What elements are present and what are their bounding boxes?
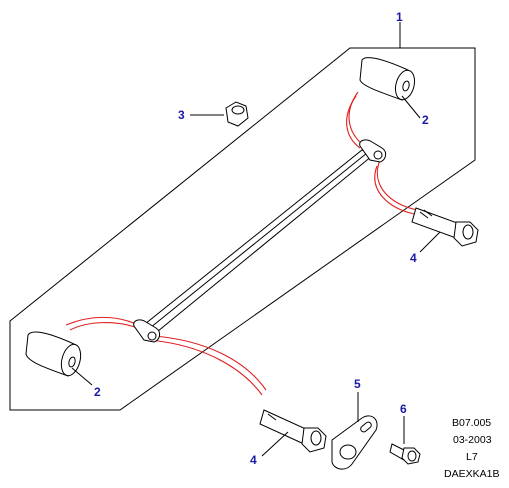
callout-1: 1 bbox=[396, 10, 403, 24]
link-rod bbox=[133, 139, 387, 343]
bush-lower bbox=[25, 331, 82, 377]
ref-code: B07.005 bbox=[452, 417, 491, 429]
ref-model: L7 bbox=[466, 451, 478, 463]
nut-part-3 bbox=[225, 101, 249, 127]
bush-upper bbox=[359, 57, 416, 101]
bolt-part-6 bbox=[389, 443, 421, 465]
callout-5: 5 bbox=[354, 377, 361, 391]
plate-part-5 bbox=[331, 415, 378, 470]
bolt-upper bbox=[411, 207, 479, 247]
assembly-outline bbox=[9, 47, 476, 411]
callout-4-lower: 4 bbox=[250, 453, 257, 467]
callout-3: 3 bbox=[178, 108, 185, 122]
callout-leaders bbox=[71, 95, 441, 457]
callout-2-upper: 2 bbox=[422, 113, 429, 127]
ref-illustration-id: DAEXKA1B bbox=[444, 468, 499, 480]
callout-2-lower: 2 bbox=[94, 385, 101, 399]
callout-4-upper: 4 bbox=[410, 251, 417, 265]
fit-lines bbox=[65, 91, 419, 396]
bolt-lower bbox=[259, 409, 327, 453]
callout-6: 6 bbox=[400, 402, 407, 416]
ref-date: 03-2003 bbox=[453, 434, 492, 446]
